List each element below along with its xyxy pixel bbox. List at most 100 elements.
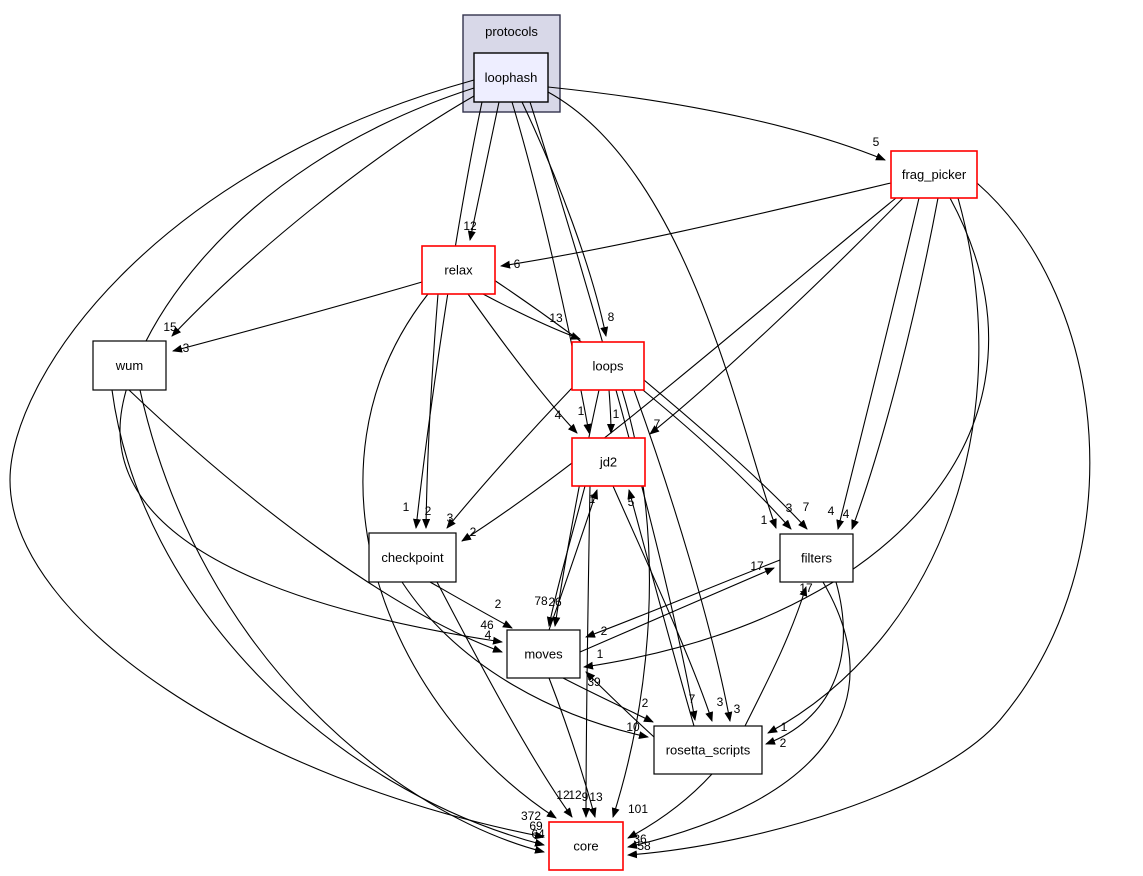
edge-rosetta_scripts-to-jd2 (627, 489, 695, 727)
edge-loophash-to-rosetta_scripts (529, 101, 698, 721)
graph-node-box-core[interactable] (548, 821, 624, 871)
edge-moves-to-jd2 (548, 489, 598, 631)
edge-count-loophash-to-loops: 8 (608, 310, 615, 324)
graph-node-core[interactable]: core (548, 821, 624, 871)
edge-loops-to-filters (643, 379, 808, 530)
graph-node-box-loops[interactable] (571, 341, 645, 391)
graph-node-label-frag_picker[interactable]: frag_picker (902, 167, 967, 182)
graph-node-label-filters[interactable]: filters (801, 551, 833, 566)
graph-node-label-loops[interactable]: loops (592, 359, 624, 374)
edge-count-filters-to-rosetta_scripts: 2 (780, 736, 787, 750)
graph-node-box-checkpoint[interactable] (368, 532, 457, 583)
edge-count-relax-to-loops: 13 (549, 311, 563, 325)
edge-filters-to-rosetta_scripts (765, 581, 844, 745)
edge-loophash-to-wum (171, 95, 475, 337)
graph-node-label-loophash[interactable]: loophash (485, 70, 538, 85)
edge-checkpoint-to-rosetta_scripts (401, 581, 649, 740)
edge-count-moves-to-core: 13 (589, 790, 603, 804)
graph-node-checkpoint[interactable]: checkpoint (368, 532, 457, 583)
cluster-protocols-label: protocols (485, 24, 538, 39)
graph-node-label-rosetta_scripts[interactable]: rosetta_scripts (666, 743, 751, 758)
edge-rosetta_scripts-to-filters (744, 586, 808, 727)
edge-count-frag_picker-to-jd2: 7 (654, 417, 661, 431)
graph-node-label-moves[interactable]: moves (524, 647, 563, 662)
graph-node-box-filters[interactable] (779, 533, 854, 583)
graph-node-box-rosetta_scripts[interactable] (653, 725, 763, 775)
edge-count-checkpoint-to-core: 12 (568, 788, 582, 802)
edge-count-rosetta_scripts-to-jd2: 5 (628, 495, 635, 509)
graph-node-box-wum[interactable] (92, 340, 167, 391)
graph-node-box-moves[interactable] (506, 629, 581, 679)
edge-loophash-to-frag_picker (547, 86, 886, 161)
graph-node-frag_picker[interactable]: frag_picker (890, 150, 978, 199)
edge-loophash-to-core (9, 79, 545, 840)
edge-moves-to-rosetta_scripts (562, 677, 654, 723)
graph-node-loophash[interactable]: loophash (473, 52, 549, 103)
edge-frag_picker-to-moves (583, 197, 990, 670)
edge-loophash-to-checkpoint (413, 101, 483, 529)
edge-loophash-to-jd2 (511, 101, 592, 434)
edge-frag_picker-to-checkpoint (461, 197, 897, 542)
graph-node-loops[interactable]: loops (571, 341, 645, 391)
edge-count-jd2-to-core: 9 (582, 790, 589, 804)
edge-wum-to-core (111, 389, 545, 847)
edge-relax-to-jd2 (467, 293, 578, 434)
graph-node-wum[interactable]: wum (92, 340, 167, 391)
edge-count-filters-to-moves: 2 (601, 624, 608, 638)
edge-loophash-to-filters (547, 91, 777, 529)
edge-loops-to-rosetta_scripts (633, 389, 733, 722)
graph-node-filters[interactable]: filters (779, 533, 854, 583)
edge-count-frag_picker-to-relax: 6 (514, 257, 521, 271)
edge-rosetta_scripts-to-moves (585, 671, 655, 738)
edge-moves-to-filters (579, 567, 775, 653)
graph-node-label-jd2[interactable]: jd2 (599, 455, 617, 470)
graph-node-box-loophash[interactable] (473, 52, 549, 103)
edge-wum-to-moves (128, 389, 503, 653)
graph-node-label-relax[interactable]: relax (444, 263, 473, 278)
edge-count-wum-to-moves: 4 (485, 628, 492, 642)
edge-count-wum-to-core: 69 (529, 819, 543, 833)
edge-count-moves-to-jd2: 1 (589, 492, 596, 506)
graph-node-box-frag_picker[interactable] (890, 150, 978, 199)
edge-relax-to-filters (493, 279, 792, 530)
graph-node-label-checkpoint[interactable]: checkpoint (381, 550, 444, 565)
graph-node-rosetta_scripts[interactable]: rosetta_scripts (653, 725, 763, 775)
graph-node-moves[interactable]: moves (506, 629, 581, 679)
edge-count-relax-to-checkpoint: 2 (425, 504, 432, 518)
edge-count-loophash-to-jd2: 1 (578, 404, 585, 418)
edge-count-relax-to-jd2: 4 (555, 408, 562, 422)
edge-jd2-to-rosetta_scripts (612, 485, 713, 722)
edge-frag_picker-to-jd2 (649, 197, 904, 435)
graph-node-relax[interactable]: relax (421, 245, 496, 295)
edge-filters-to-core (627, 581, 851, 849)
edge-count-frag_picker-to-rosetta_scripts: 1 (781, 720, 788, 734)
edge-count-moves-to-rosetta_scripts: 2 (642, 696, 649, 710)
edge-count-relax-to-wum: 3 (183, 341, 190, 355)
edge-count-filters-to-core: 58 (637, 839, 651, 853)
edge-wum-to-core (139, 389, 545, 854)
edge-count-frag_picker-to-moves: 39 (587, 675, 601, 689)
graph-node-label-core[interactable]: core (573, 839, 598, 854)
edge-count-rosetta_scripts-to-filters: 17 (799, 581, 813, 595)
edge-count-loops-to-filters: 7 (803, 500, 810, 514)
edge-loops-to-jd2 (606, 389, 615, 434)
edge-frag_picker-to-filters (836, 197, 920, 530)
graph-node-label-wum[interactable]: wum (115, 358, 143, 373)
edge-loophash-to-loops (521, 101, 609, 337)
edge-count-loophash-to-rosetta_scripts: 7 (689, 692, 696, 706)
edge-count-frag_picker-to-filters: 4 (828, 504, 835, 518)
edge-count-loops-to-moves: 26 (548, 595, 562, 609)
edge-checkpoint-to-core (436, 581, 573, 818)
edge-count-relax-to-filters: 3 (786, 501, 793, 515)
edge-count-loops-to-rosetta_scripts: 3 (734, 702, 741, 716)
edge-count-loophash-to-filters: 1 (761, 513, 768, 527)
graph-node-jd2[interactable]: jd2 (571, 437, 646, 487)
graph-node-box-relax[interactable] (421, 245, 496, 295)
edge-checkpoint-to-moves (429, 581, 513, 629)
edge-count-jd2-to-rosetta_scripts: 3 (717, 695, 724, 709)
edge-count-frag_picker-to-checkpoint: 2 (470, 525, 477, 539)
graph-node-box-jd2[interactable] (571, 437, 646, 487)
edge-loops-to-checkpoint (446, 387, 573, 529)
